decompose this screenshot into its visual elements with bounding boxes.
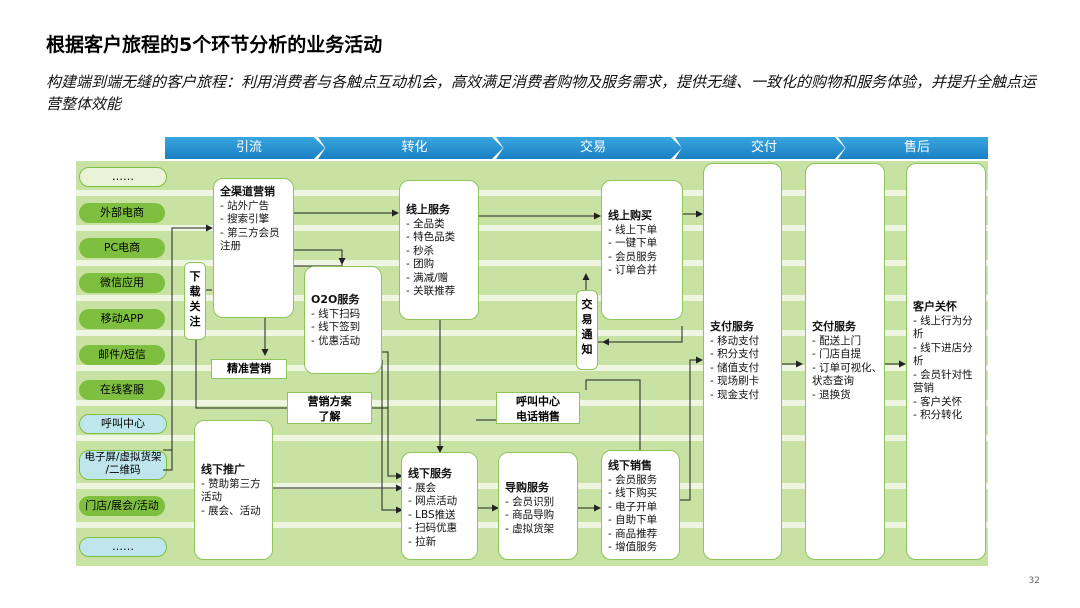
offline-service-box: 线下服务 - 展会 - 网点活动 - LBS推送 - 扫码优惠 - 拉新 [401,452,478,560]
page-subtitle: 构建端到端无缝的客户旅程：利用消费者与各触点互动机会，高效满足消费者购物及服务需… [46,73,1037,113]
page-title: 根据客户旅程的5个环节分析的业务活动 [46,34,383,56]
stage-zhuanhua: 转化 [318,137,503,159]
customer-care-box: 客户关怀 - 线上行为分 析 - 线下进店分 析 - 会员针对性 营销 - 客户… [906,163,986,560]
shopping-guide-box: 导购服务 - 会员识别 - 商品导购 - 虚拟货架 [498,452,578,560]
stage-jiaofu: 交付 [675,137,845,159]
online-service-box: 线上服务 - 全品类 - 特色品类 - 秒杀 - 团购 - 满减/赠 - 关联推… [399,180,479,320]
channel-online-service: 在线客服 [79,380,165,400]
channel-email-sms: 邮件/短信 [79,345,165,365]
full-channel-marketing-box: 全渠道营销 - 站外广告 - 搜索引擎 - 第三方会员 注册 [213,178,294,318]
channel-ellipsis-top: …… [79,167,167,187]
offline-sales-box: 线下销售 - 会员服务 - 线下购买 - 电子开单 - 自助下单 - 商品推荐 … [601,450,680,560]
transaction-notice-box: 交 易 通 知 [576,290,598,370]
precise-marketing-box: 精准营销 [211,359,287,379]
channel-external-ecommerce: 外部电商 [79,203,165,223]
stage-shouhou: 售后 [838,137,988,159]
stage-yinliu: 引流 [165,137,325,159]
call-center-sales-box: 呼叫中心 电话销售 [496,392,580,424]
channel-wechat-app: 微信应用 [79,273,165,293]
channel-ellipsis-bottom: …… [79,537,167,557]
o2o-service-box: O2O服务 - 线下扫码 - 线下签到 - 优惠活动 [304,266,382,374]
channel-pc-ecommerce: PC电商 [79,238,165,258]
channel-mobile-app: 移动APP [79,309,165,329]
stage-jiaoyi: 交易 [496,137,682,159]
download-follow-box: 下 载 关 注 [184,262,206,340]
marketing-plan-box: 营销方案 了解 [287,392,372,424]
channel-screen-shelf-qr: 电子屏/虚拟货架 /二维码 [79,450,167,480]
offline-promotion-box: 线下推广 - 赞助第三方 活动 - 展会、活动 [194,420,273,560]
delivery-service-box: 交付服务 - 配送上门 - 门店自提 - 订单可视化、 状态查询 - 退换货 [805,163,885,560]
page-number: 32 [1028,576,1040,586]
payment-service-box: 支付服务 - 移动支付 - 积分支付 - 储值支付 - 现场刷卡 - 现金支付 [703,163,782,560]
online-purchase-box: 线上购买 - 线上下单 - 一键下单 - 会员服务 - 订单合并 [601,180,683,320]
channel-call-center: 呼叫中心 [79,414,167,434]
channel-store-expo-event: 门店/展会/活动 [79,496,165,516]
